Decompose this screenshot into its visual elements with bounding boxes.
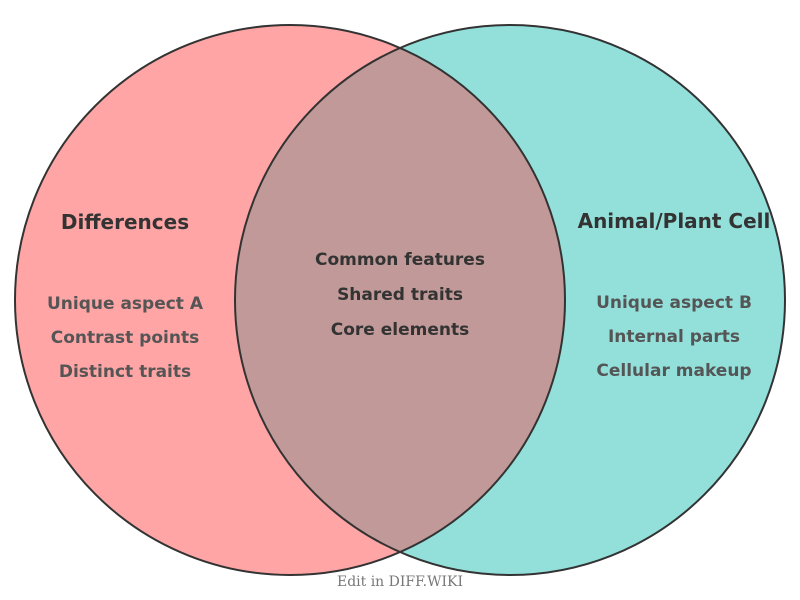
right-set-item: Internal parts	[608, 327, 740, 347]
left-set-item: Contrast points	[51, 328, 199, 348]
footer-credit[interactable]: Edit in DIFF.WIKI	[337, 574, 463, 590]
right-set-title: Animal/Plant Cell	[578, 209, 771, 233]
left-set-title: Differences	[61, 210, 189, 234]
intersection-item: Shared traits	[337, 285, 463, 305]
intersection-item: Core elements	[331, 320, 469, 340]
left-circle-outline	[14, 24, 566, 576]
right-set-item: Cellular makeup	[596, 361, 751, 381]
intersection-region	[235, 25, 565, 575]
left-set-item: Unique aspect A	[47, 294, 204, 314]
intersection-item: Common features	[315, 250, 485, 270]
right-set-item: Unique aspect B	[596, 293, 752, 313]
left-set-item: Distinct traits	[59, 362, 191, 382]
right-circle-outline	[234, 24, 786, 576]
